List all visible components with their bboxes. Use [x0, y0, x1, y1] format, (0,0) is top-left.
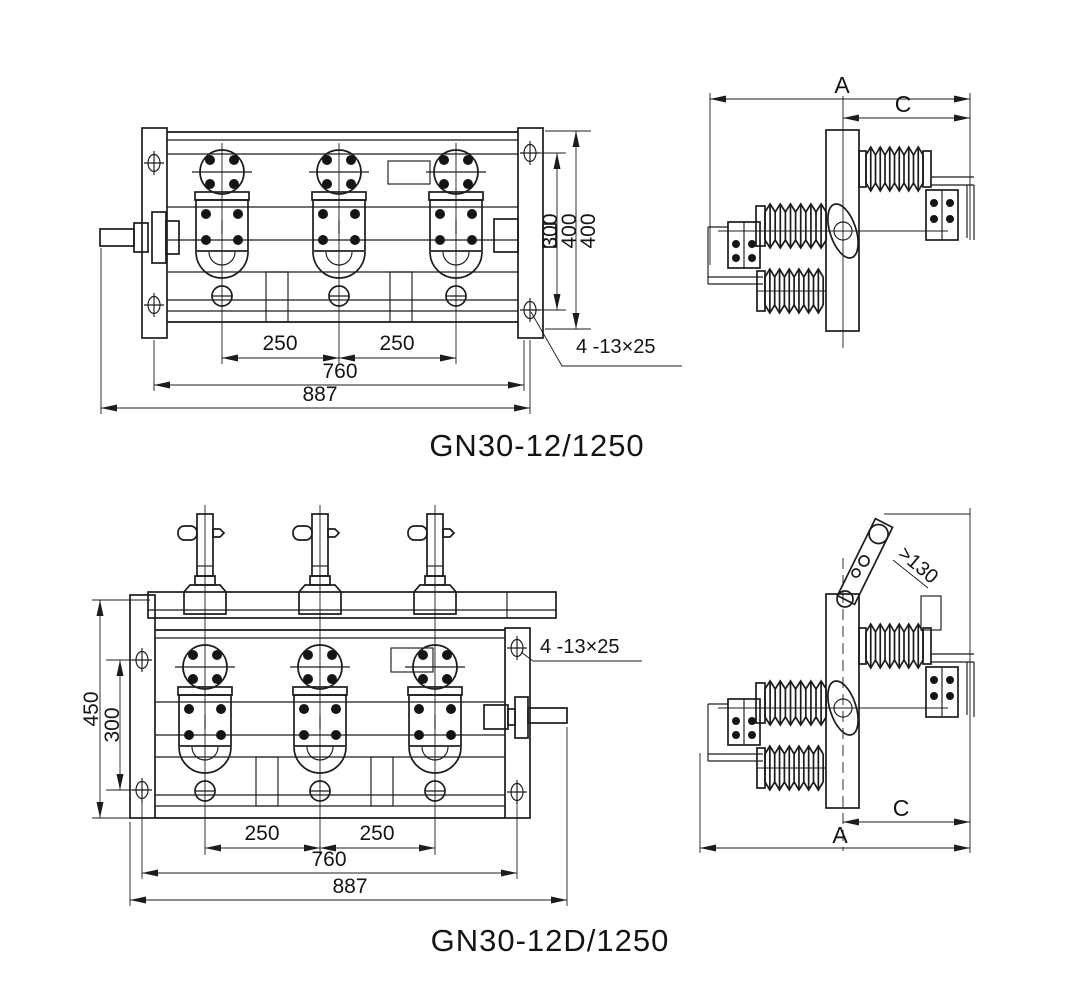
drive-shaft — [99, 211, 557, 264]
insulator-upper-right — [858, 595, 975, 718]
insulator-middle-left — [707, 202, 828, 285]
dim-c-label: C — [893, 795, 910, 821]
earthing-blade-open — [836, 517, 894, 608]
drive-shaft — [483, 696, 568, 739]
gn30-12d-side-view: >130 C A — [699, 508, 975, 853]
dimensions — [100, 130, 682, 414]
slot-hole-note: 4 -13×25 — [576, 336, 656, 358]
dim-887: 887 — [302, 383, 337, 406]
dim-c-label: C — [895, 91, 912, 117]
dim-250-left: 250 — [262, 332, 297, 355]
dim-a-label: A — [832, 822, 848, 848]
gn30-12-side-view: A C — [707, 72, 975, 348]
dim-450: 450 — [80, 691, 103, 726]
dim-400-outer: 400 — [577, 213, 600, 248]
dim-250-right: 250 — [359, 822, 394, 845]
dim-760: 760 — [322, 360, 357, 383]
blade-angle-note: >130 — [894, 542, 943, 588]
dim-a-label: A — [834, 72, 850, 98]
pole-units — [191, 143, 487, 364]
frame — [141, 127, 544, 339]
insulator-upper-right — [858, 145, 975, 241]
side-dimensions — [699, 508, 971, 853]
top-model-title: GN30-12/1250 — [429, 428, 644, 463]
dimensions — [92, 599, 642, 906]
dim-760: 760 — [311, 848, 346, 871]
earthing-blades — [147, 505, 557, 855]
insulator-middle-left — [707, 679, 828, 762]
dim-300: 300 — [539, 213, 562, 248]
gn30-12d-front-view: 450 300 250 250 760 887 4 -13×25 — [80, 505, 642, 906]
frame — [129, 594, 531, 819]
insulator-lower-left — [756, 267, 825, 315]
bottom-model-title: GN30-12D/1250 — [431, 923, 670, 958]
dim-300: 300 — [101, 707, 124, 742]
mounting-plate — [825, 129, 860, 332]
gn30-12-front-view: 250 250 760 887 300 400 400 4 -13×25 — [99, 127, 682, 414]
slot-hole-note: 4 -13×25 — [540, 636, 620, 658]
dim-887: 887 — [332, 875, 367, 898]
insulator-lower-left — [756, 744, 825, 792]
dim-250-left: 250 — [244, 822, 279, 845]
dim-400-inner: 400 — [558, 213, 581, 248]
dim-250-right: 250 — [379, 332, 414, 355]
